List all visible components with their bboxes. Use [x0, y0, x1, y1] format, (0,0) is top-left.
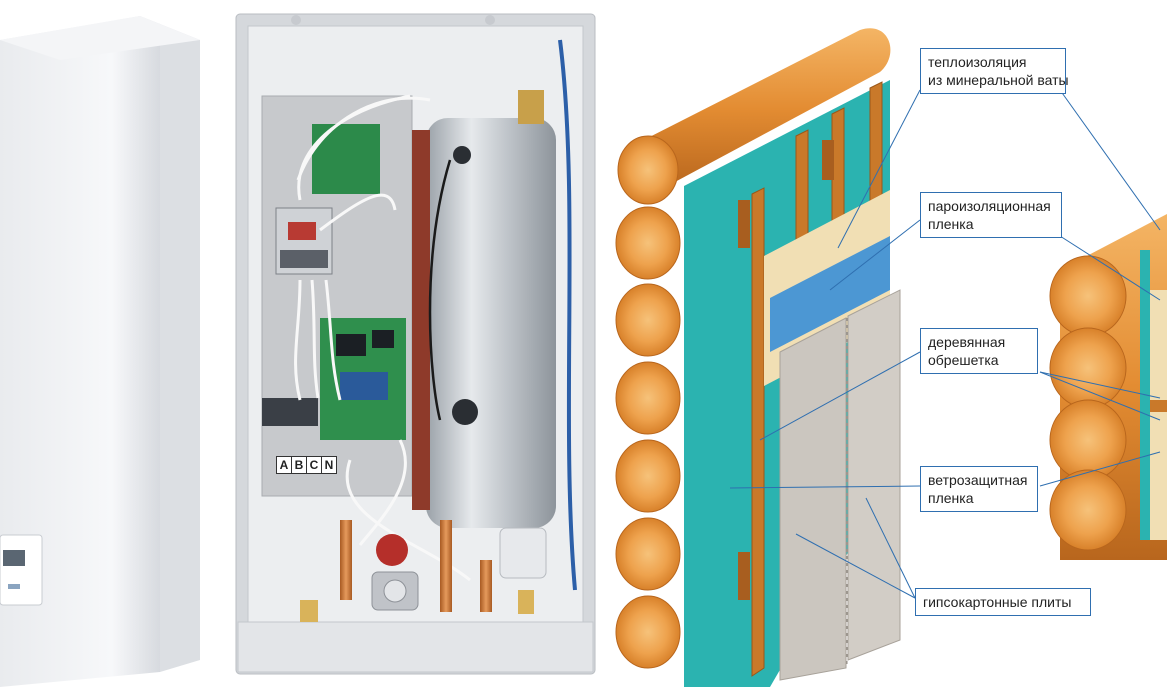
- copper-pipe: [440, 520, 452, 612]
- callout-leaders: [729, 89, 1161, 599]
- wall-cross-section: [1049, 214, 1167, 560]
- mounting-lug: [291, 15, 301, 25]
- heater-thermostat: [452, 399, 478, 425]
- pipe-fitting: [300, 600, 318, 622]
- panel-button: [8, 584, 20, 589]
- drywall-panels: [779, 289, 901, 681]
- boiler-open-case: [235, 13, 596, 675]
- callout-wind-barrier-line1: ветрозащитная: [928, 472, 1028, 488]
- callout-vapor-barrier: пароизоляционная пленка: [920, 192, 1062, 238]
- circulation-pump: [371, 534, 419, 611]
- mounting-lug: [485, 15, 495, 25]
- callout-mineral-wool-line2: из минеральной ваты: [928, 72, 1069, 88]
- boiler-closed-case: [0, 16, 200, 687]
- copper-pipe: [340, 520, 352, 600]
- terminal-label-a: A: [277, 457, 292, 473]
- callout-drywall: гипсокартонные плиты: [915, 588, 1091, 616]
- callout-vapor-barrier-line1: пароизоляционная: [928, 198, 1051, 214]
- pipe-fitting: [518, 590, 534, 614]
- heater-top-fitting: [518, 90, 544, 124]
- terminal-phase-labels: A B C N: [276, 456, 337, 474]
- control-panel: [0, 534, 43, 606]
- terminal-label-b: B: [292, 457, 307, 473]
- terminal-block: [262, 398, 318, 426]
- callout-mineral-wool: теплоизоляция из минеральной ваты: [920, 48, 1069, 94]
- callout-mineral-wool-line1: теплоизоляция: [928, 54, 1027, 70]
- callout-battens-line1: деревянная: [928, 334, 1006, 350]
- batten-brackets: [738, 140, 834, 600]
- log-stack-left: [615, 135, 681, 669]
- vapor-barrier-film: [770, 236, 890, 352]
- callout-battens-line2: обрешетка: [928, 352, 999, 368]
- copper-pipe: [480, 560, 492, 612]
- callout-drywall-line1: гипсокартонные плиты: [923, 594, 1072, 610]
- heater-sensor: [453, 146, 471, 164]
- sensor-cable: [428, 159, 452, 421]
- callout-vapor-barrier-line2: пленка: [928, 216, 974, 232]
- log-wall-cutaway: [615, 28, 1167, 687]
- blue-cable: [558, 39, 577, 591]
- callout-wind-barrier-line2: пленка: [928, 490, 974, 506]
- callout-battens: деревянная обрешетка: [920, 328, 1038, 374]
- heater-red-pad: [412, 130, 430, 510]
- display-screen: [3, 550, 25, 566]
- terminal-label-n: N: [324, 458, 334, 472]
- heater-bottom-fitting: [499, 527, 547, 579]
- terminal-label-c: C: [307, 457, 322, 473]
- heater-foil-insulation: [426, 118, 556, 528]
- callout-wind-barrier: ветрозащитная пленка: [920, 466, 1038, 512]
- pcb-upper: [312, 124, 380, 194]
